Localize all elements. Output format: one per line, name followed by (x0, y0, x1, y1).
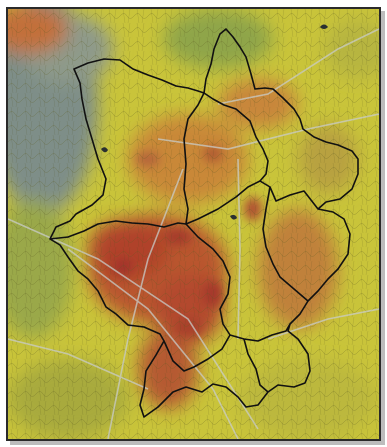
map-frame (6, 7, 381, 441)
watershed-boundary-lines (49, 28, 359, 418)
water-features (101, 24, 328, 220)
boundary-west-divide (49, 220, 187, 240)
boundary-east-sub (262, 186, 309, 302)
boundary-north-spine (183, 92, 319, 225)
boundary-ne-divide (203, 92, 269, 182)
boundary-se-sub (243, 338, 269, 393)
boundary-south-sub (163, 334, 231, 372)
boundary-central (185, 223, 291, 342)
watershed-map (8, 9, 379, 439)
